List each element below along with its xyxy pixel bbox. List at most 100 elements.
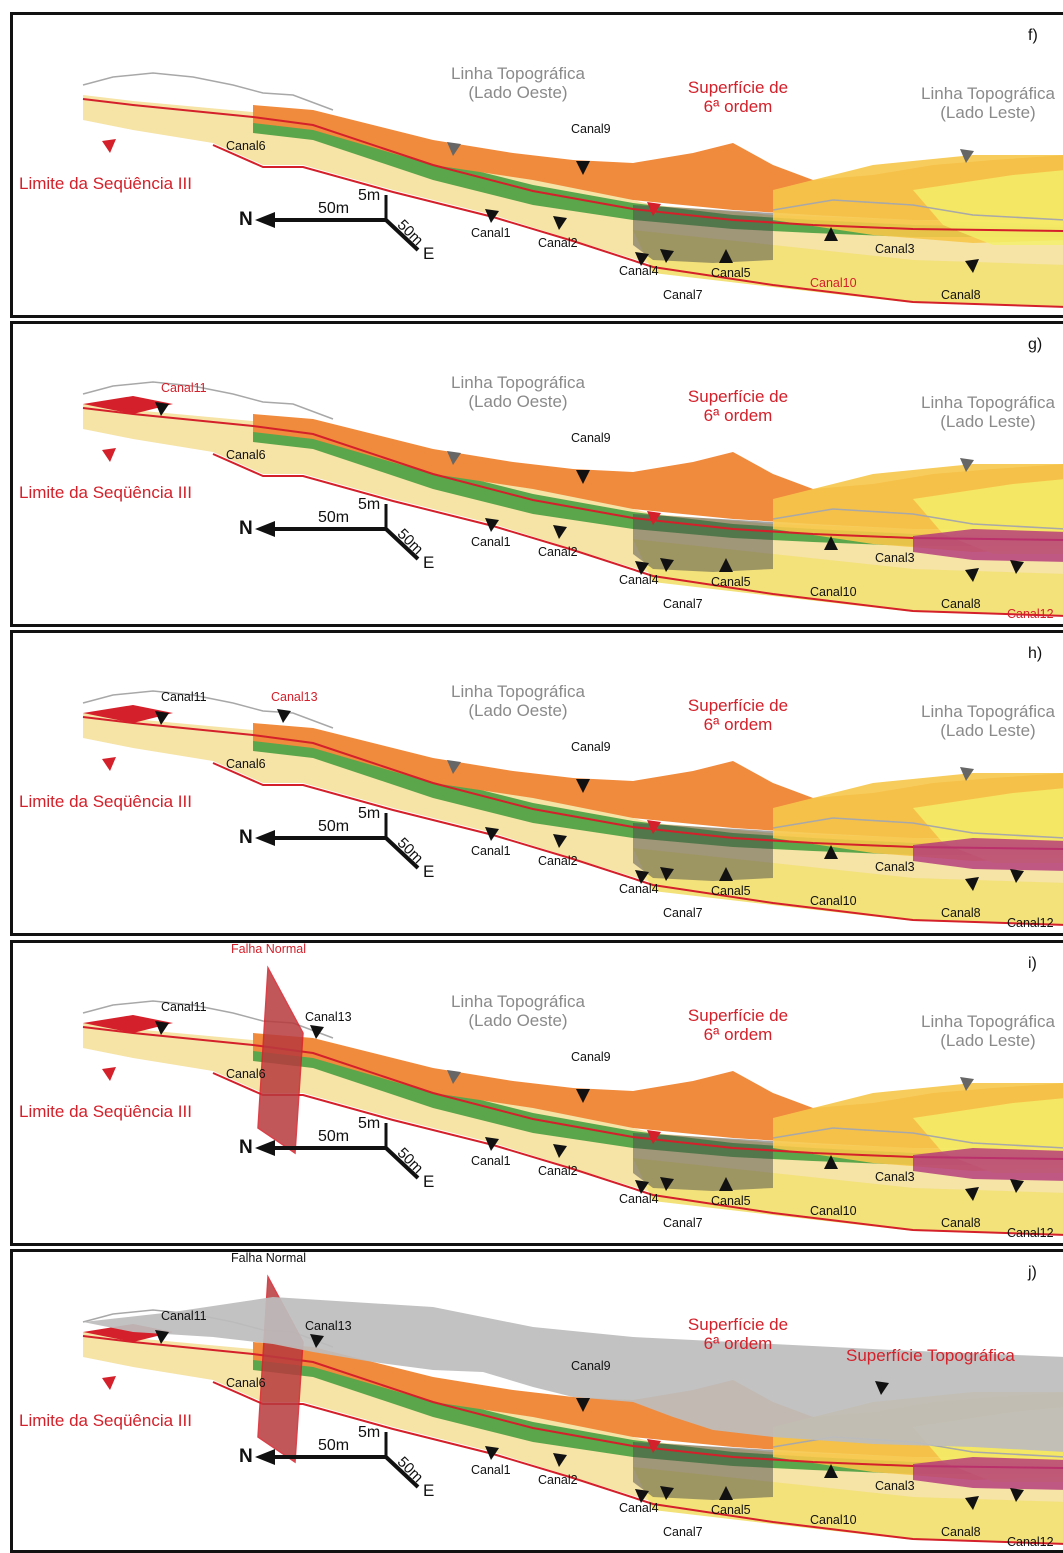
channel-arrow-c4 <box>635 1489 649 1503</box>
linha-oeste-arrow <box>447 1070 461 1084</box>
channel-label-c1: Canal1 <box>471 1463 511 1477</box>
block-diagram <box>82 690 1063 926</box>
channel-arrow-c2 <box>553 1144 567 1158</box>
linha-topografica-oeste: Linha Topográfica(Lado Oeste) <box>428 682 608 720</box>
channel-arrow-c7 <box>660 867 674 881</box>
linha-topografica-leste-line-1: Linha Topográfica <box>921 84 1055 103</box>
limite-arrow <box>102 757 116 771</box>
superficie-6-arrow <box>647 820 661 834</box>
superficie-6-ordem-line-1: Superfície de <box>687 387 789 406</box>
channel-label-c10: Canal10 <box>810 1513 857 1527</box>
channel-label-c7: Canal7 <box>663 906 703 920</box>
channel-label-c3: Canal3 <box>875 551 915 565</box>
channel-arrow-c10 <box>824 536 838 550</box>
compass-east: E <box>423 553 435 572</box>
channel-label-c1: Canal1 <box>471 226 511 240</box>
channel-label-c8: Canal8 <box>941 288 981 302</box>
limite-sequencia-label: Limite da Seqüência III <box>19 792 192 811</box>
limite-sequencia-label: Limite da Seqüência III <box>19 174 192 193</box>
scale-v-label: 5m <box>358 187 381 204</box>
superficie-6-arrow <box>647 202 661 216</box>
linha-topografica-leste: Linha Topográfica(Lado Leste) <box>898 393 1063 431</box>
limite-arrow <box>102 1376 116 1390</box>
scale-h-label: 50m <box>318 1437 350 1454</box>
channel-label-c9: Canal9 <box>571 122 611 136</box>
channel-arrow-c4 <box>635 561 649 575</box>
channel-arrow-c1 <box>485 1137 499 1151</box>
channel-arrow-c7 <box>660 1177 674 1191</box>
channel-label-c3: Canal3 <box>875 1170 915 1184</box>
block-diagram <box>82 381 1063 617</box>
channel-label-c4: Canal4 <box>619 573 659 587</box>
channel-label-c6: Canal6 <box>226 757 266 771</box>
channel-label-c8: Canal8 <box>941 597 981 611</box>
linha-topografica-leste-line-1: Linha Topográfica <box>921 1012 1055 1031</box>
channel-label-c5: Canal5 <box>711 884 751 898</box>
channel-arrow-c9 <box>576 161 590 175</box>
channel-label-c1: Canal1 <box>471 535 511 549</box>
scale-v-label: 5m <box>358 1424 381 1441</box>
falha-normal-label: Falha Normal <box>231 1251 307 1265</box>
compass-east: E <box>423 1481 435 1500</box>
channel-label-c5: Canal5 <box>711 266 751 280</box>
channel-label-c10: Canal10 <box>810 585 857 599</box>
limite-sequencia-label: Limite da Seqüência III <box>19 1411 192 1430</box>
channel-arrow-c8 <box>965 877 979 891</box>
channel-arrow-c1 <box>485 1446 499 1460</box>
channel-label-c11: Canal11 <box>161 1000 207 1014</box>
channel-arrow-c9 <box>576 1398 590 1412</box>
channel-arrow-c4 <box>635 870 649 884</box>
channel-label-c6: Canal6 <box>226 1067 266 1081</box>
channel-arrow-c1 <box>485 209 499 223</box>
superficie-6-arrow <box>647 511 661 525</box>
channel-label-c4: Canal4 <box>619 1501 659 1515</box>
panel-letter: i) <box>1028 955 1037 972</box>
channel-label-c13: Canal13 <box>271 690 318 704</box>
limite-sequencia-label: Limite da Seqüência III <box>19 1102 192 1121</box>
channel-label-c8: Canal8 <box>941 1216 981 1230</box>
channel-arrow-c1 <box>485 518 499 532</box>
channel-arrow-c2 <box>553 834 567 848</box>
panel-h: h)Linha Topográfica(Lado Oeste)Linha Top… <box>10 630 1063 936</box>
channel-label-c5: Canal5 <box>711 575 751 589</box>
fault-plane <box>257 965 304 1155</box>
channel-label-c11: Canal11 <box>161 690 207 704</box>
channel-label-c2: Canal2 <box>538 854 578 868</box>
panel-letter: j) <box>1028 1264 1037 1281</box>
compass-east: E <box>423 862 435 881</box>
superficie-6-arrow <box>647 1439 661 1453</box>
superficie-topo-arrow <box>875 1381 889 1395</box>
channel-label-c7: Canal7 <box>663 597 703 611</box>
linha-topografica-leste: Linha Topográfica(Lado Leste) <box>898 84 1063 122</box>
compass-north: N <box>239 1137 253 1158</box>
linha-topografica-leste-line-2: (Lado Leste) <box>940 1030 1036 1050</box>
channel-label-c11: Canal11 <box>161 381 207 395</box>
superficie-6-ordem-line-2: 6ª ordem <box>703 405 773 425</box>
channel-arrow-c8 <box>965 568 979 582</box>
channel-arrow-c10 <box>824 227 838 241</box>
linha-topografica-oeste-line-2: (Lado Oeste) <box>468 1010 568 1030</box>
channel-label-c4: Canal4 <box>619 264 659 278</box>
compass-north: N <box>239 209 253 230</box>
linha-topografica-oeste: Linha Topográfica(Lado Oeste) <box>428 64 608 102</box>
channel-label-c9: Canal9 <box>571 431 611 445</box>
topographic-surface <box>83 1297 1063 1452</box>
channel-label-c12: Canal12 <box>1007 607 1054 621</box>
panel-letter: g) <box>1028 336 1043 353</box>
channel-label-c2: Canal2 <box>538 236 578 250</box>
channel-arrow-c12 <box>1010 560 1024 574</box>
channel-label-c1: Canal1 <box>471 844 511 858</box>
scale-h-label: 50m <box>318 818 350 835</box>
linha-topografica-leste: Linha Topográfica(Lado Leste) <box>898 702 1063 740</box>
channel-label-c3: Canal3 <box>875 242 915 256</box>
channel-arrow-c4 <box>635 252 649 266</box>
channel-arrow-c11 <box>155 1021 169 1035</box>
linha-topografica-leste-line-2: (Lado Leste) <box>940 720 1036 740</box>
linha-topografica-oeste: Linha Topográfica(Lado Oeste) <box>428 373 608 411</box>
linha-topografica-oeste-line-1: Linha Topográfica <box>451 992 585 1011</box>
panel-letter: f) <box>1028 27 1038 44</box>
channel-arrow-c9 <box>576 1089 590 1103</box>
